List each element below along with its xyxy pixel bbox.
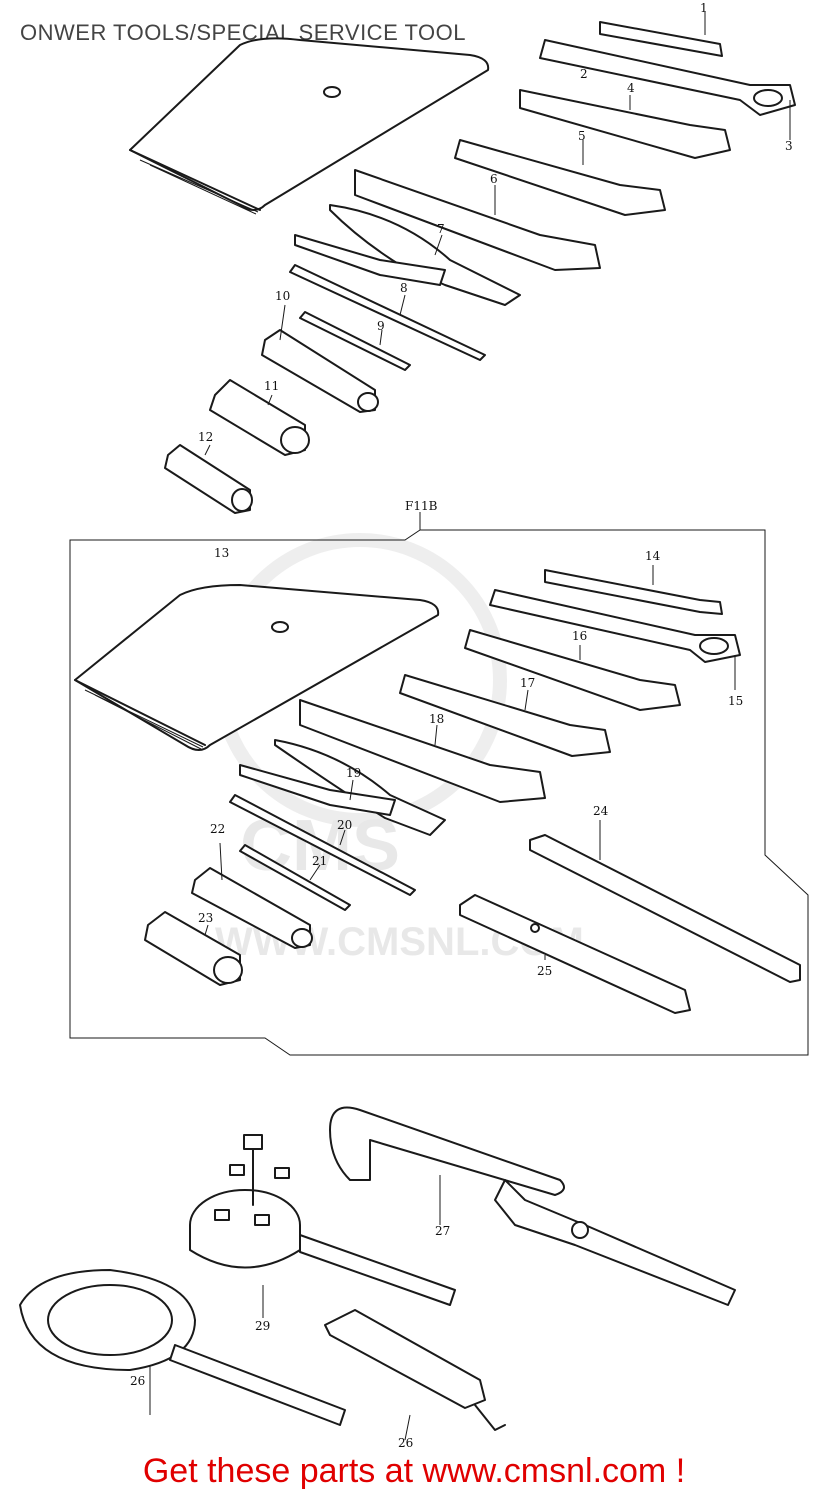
spark-plug-wrench-icon [144, 911, 243, 986]
callout-label: 10 [275, 289, 290, 303]
callout-label: 27 [435, 1224, 450, 1238]
pliers-icon [239, 739, 446, 836]
callout-label: 17 [520, 676, 535, 690]
ring-wrench-icon [539, 39, 796, 116]
callout-label: 22 [210, 822, 225, 836]
tool-bag-icon [129, 37, 490, 215]
callout-label: 1 [700, 1, 708, 15]
flat-blade-icon [459, 894, 691, 1014]
callout-label: 5 [578, 129, 586, 143]
screwdriver-icon [289, 264, 486, 361]
group-frame [69, 529, 809, 1056]
page-title: ONWER TOOLS/SPECIAL SERVICE TOOL [20, 20, 466, 45]
callout-label: 21 [312, 854, 327, 868]
callout-label: 8 [400, 281, 408, 295]
open-end-wrench-icon [354, 169, 601, 271]
open-end-wrench-icon [454, 139, 666, 216]
open-end-wrench-icon [544, 569, 723, 615]
bond-tube-icon [324, 1309, 506, 1431]
callout-label: 25 [537, 964, 552, 978]
callout-label: 2 [580, 67, 588, 81]
screwdriver-icon [239, 844, 351, 911]
callout-label: 12 [198, 430, 213, 444]
tool-bag-icon [74, 584, 440, 751]
callout-label: 24 [593, 804, 609, 818]
callout-label: 19 [346, 766, 361, 780]
callout-label: 11 [264, 379, 279, 393]
callout-label: 9 [377, 319, 385, 333]
clutch-holder-icon [19, 1269, 346, 1426]
open-end-wrench-icon [599, 21, 723, 57]
callout-label: 20 [337, 818, 352, 832]
callout-label: 15 [728, 694, 743, 708]
callout-label: 29 [255, 1319, 270, 1333]
box-wrench-icon [164, 444, 253, 514]
exploded-diagram: CMS WWW.CMSNL.COM [19, 1, 809, 1450]
footer-link[interactable]: Get these parts at www.cmsnl.com ! [142, 1452, 686, 1490]
screwdriver-icon [299, 311, 411, 371]
valve-spring-compressor-icon [329, 1106, 736, 1306]
spark-plug-wrench-icon [209, 379, 310, 456]
bar-icon [529, 834, 801, 983]
callout-label: 6 [490, 172, 498, 186]
screwdriver-handle-icon [261, 329, 379, 413]
open-end-wrench-icon [464, 629, 681, 711]
rotor-puller-icon [189, 1134, 456, 1306]
callout-label: 4 [627, 81, 635, 95]
leader-lines [149, 12, 791, 1441]
callout-label: 16 [572, 629, 587, 643]
callout-label: 13 [214, 546, 229, 560]
callout-label: 23 [198, 911, 213, 925]
callout-label: 7 [437, 222, 445, 236]
callout-label: 26 [130, 1374, 145, 1388]
screwdriver-handle-icon [191, 867, 313, 949]
open-end-wrench-icon [399, 674, 611, 757]
screwdriver-icon [229, 794, 416, 896]
open-end-wrench-icon [299, 699, 546, 803]
open-end-wrench-icon [519, 89, 731, 159]
callout-labels: 1 2 3 4 5 6 7 8 9 10 11 12 F11B 13 14 15… [130, 1, 793, 1450]
callout-label: 3 [785, 139, 793, 153]
callout-label: 26 [398, 1436, 413, 1450]
group-label: F11B [405, 499, 438, 513]
ring-wrench-icon [489, 589, 741, 663]
callout-label: 14 [645, 549, 661, 563]
pliers-icon [294, 204, 521, 306]
callout-label: 18 [429, 712, 444, 726]
